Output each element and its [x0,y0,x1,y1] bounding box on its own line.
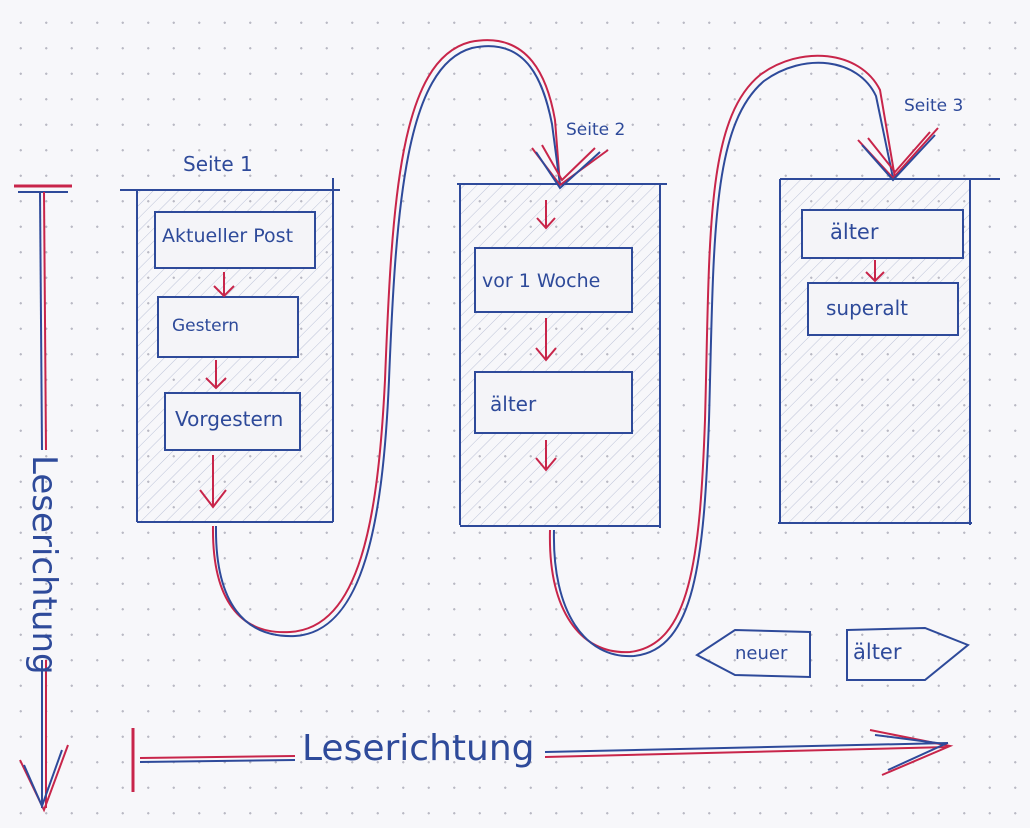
vertical-reading-arrow [14,184,72,813]
page-3 [778,178,1000,525]
newer-button[interactable] [695,628,811,679]
horizontal-reading-arrow [131,728,954,792]
page-3-title: Seite 3 [904,96,964,116]
page-2-item[interactable]: vor 1 Woche [482,270,601,292]
horizontal-reading-direction-label: Leserichtung [302,728,535,769]
vertical-reading-direction-label: Leserichtung [24,455,64,675]
page-2-item[interactable]: älter [490,392,537,416]
page-2-title: Seite 2 [566,120,626,140]
page-3-item[interactable]: älter [830,220,879,244]
page-2 [457,183,667,528]
flow-curve-2 [548,54,939,658]
page-3-item[interactable]: superalt [826,296,908,320]
flow-curve-1 [211,39,609,638]
page-1-item[interactable]: Vorgestern [175,407,284,431]
newer-button-label[interactable]: neuer [735,643,788,664]
older-button-label[interactable]: älter [853,640,902,664]
page-1-item[interactable]: Aktueller Post [162,225,294,247]
older-button[interactable] [846,626,970,681]
page-1-title: Seite 1 [183,152,253,176]
page-1-item[interactable]: Gestern [172,316,240,336]
page-1 [120,178,340,523]
